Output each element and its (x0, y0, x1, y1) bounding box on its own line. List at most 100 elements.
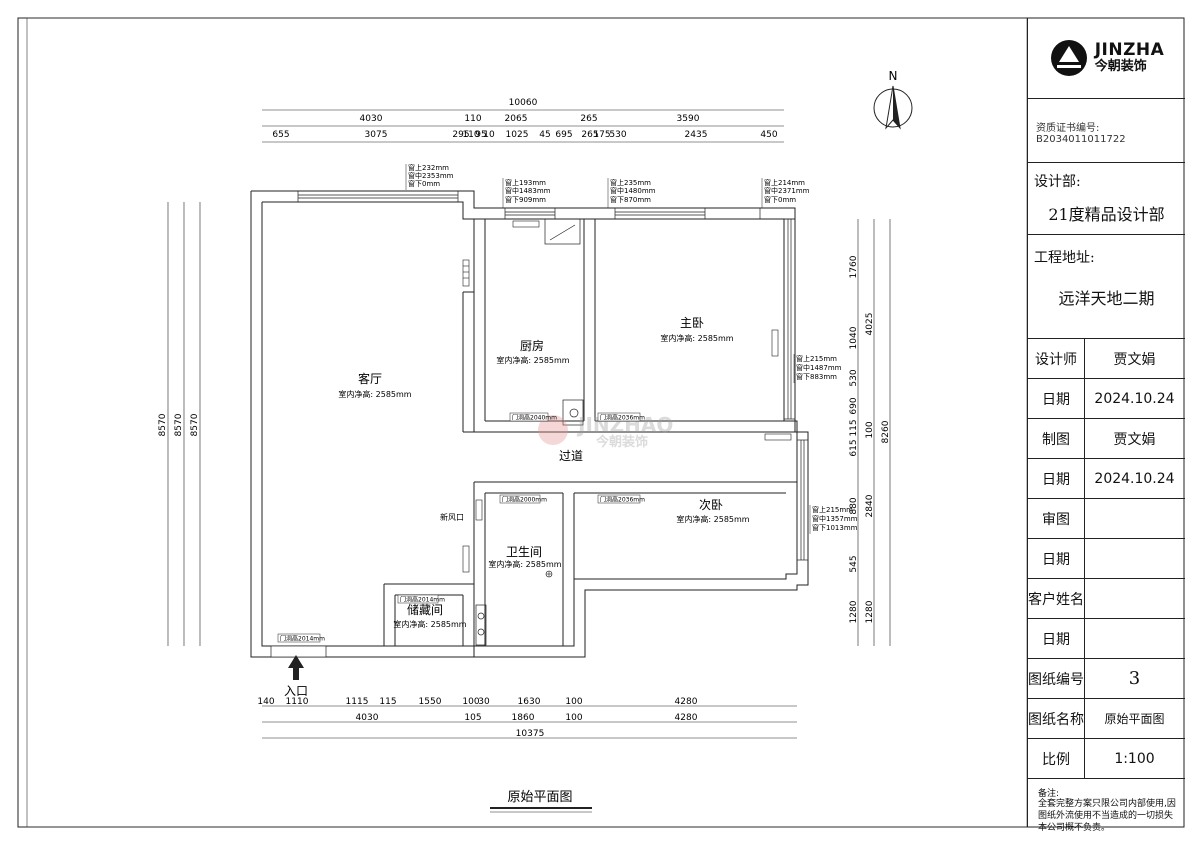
kitchen-sink-icon (544, 218, 581, 245)
tb-row-review: 审图 (1028, 498, 1185, 538)
tb-value: 贾文娟 (1113, 431, 1156, 448)
interior-walls (383, 219, 797, 657)
tb-value: 1:100 (1114, 750, 1155, 767)
svg-text:265: 265 (580, 114, 597, 124)
svg-text:115: 115 (849, 419, 859, 436)
vent-label: 新风口 (440, 512, 464, 522)
tb-label: 日期 (1028, 459, 1085, 498)
svg-text:100: 100 (865, 421, 875, 438)
svg-text:1760: 1760 (849, 255, 859, 278)
tb-label: 比例 (1028, 739, 1085, 778)
svg-text:窗下909mm: 窗下909mm (505, 195, 546, 204)
tb-row-date3: 日期 (1028, 538, 1185, 578)
svg-text:窗上232mm: 窗上232mm (408, 163, 449, 172)
svg-text:窗上215mm: 窗上215mm (812, 505, 853, 514)
bottom-dimensions (262, 705, 797, 739)
tb-label: 日期 (1028, 379, 1085, 418)
bottom-dimension-labels: 140 1110 1115 115 1550 100 30 1630 100 4… (257, 697, 697, 739)
svg-text:窗中2353mm: 窗中2353mm (408, 171, 454, 180)
svg-text:3590: 3590 (677, 114, 700, 124)
north-label: N (889, 69, 898, 83)
svg-text:8570: 8570 (190, 413, 200, 436)
svg-text:8570: 8570 (174, 413, 184, 436)
svg-text:100: 100 (565, 697, 582, 707)
svg-text:4280: 4280 (675, 713, 698, 723)
svg-text:140: 140 (257, 697, 274, 707)
svg-text:窗下0mm: 窗下0mm (764, 195, 796, 204)
svg-text:窗中2371mm: 窗中2371mm (764, 186, 810, 195)
tb-label: 设计师 (1028, 339, 1085, 378)
svg-text:1115: 1115 (346, 697, 369, 707)
dept-value: 21度精品设计部 (1048, 205, 1165, 224)
address-label: 工程地址: (1034, 250, 1095, 266)
svg-text:1025: 1025 (506, 130, 529, 140)
svg-text:门洞高2014mm: 门洞高2014mm (280, 635, 325, 643)
svg-text:窗中1483mm: 窗中1483mm (505, 186, 551, 195)
left-dimension-labels: 8570 8570 8570 (158, 413, 200, 436)
door-tag: 门洞高2040mm (509, 412, 557, 422)
left-dimensions (167, 202, 201, 646)
room-name-master: 主卧 (680, 316, 704, 330)
tb-value (1084, 539, 1185, 578)
svg-text:4025: 4025 (865, 313, 875, 336)
tb-row-drawing-name: 图纸名称原始平面图 (1028, 698, 1185, 738)
logo-text-en: JINZHA (1094, 40, 1165, 61)
svg-text:门洞高2036mm: 门洞高2036mm (600, 496, 645, 504)
tb-label: 客户姓名 (1028, 579, 1085, 618)
svg-text:880: 880 (849, 497, 859, 514)
door-tag: 门洞高2014mm (277, 633, 325, 643)
right-dimensions (857, 219, 891, 646)
svg-text:2435: 2435 (685, 130, 708, 140)
svg-text:窗中1480mm: 窗中1480mm (610, 186, 656, 195)
tb-label: 图纸编号 (1028, 659, 1085, 698)
svg-text:4280: 4280 (675, 697, 698, 707)
room-name-kitchen: 厨房 (520, 338, 544, 353)
svg-text:10060: 10060 (509, 98, 538, 108)
svg-text:530: 530 (609, 130, 626, 140)
note-text: 全套完整方案只限公司内部使用,因图纸外流使用不当造成的一切损失本公司概不负责。 (1038, 799, 1176, 833)
north-arrow-icon: N (873, 69, 913, 130)
svg-text:门洞高2000mm: 门洞高2000mm (502, 496, 547, 504)
tb-row-designer: 设计师贾文娟 (1028, 338, 1185, 378)
title-block: JINZHA 今朝装饰 资质证书编号: B2034011011722 设计部: … (1027, 18, 1185, 833)
room-height-living: 室内净高: 2585mm (338, 389, 411, 399)
cert-row: 资质证书编号: B2034011011722 (1028, 98, 1185, 162)
svg-text:45: 45 (539, 130, 550, 140)
room-height-master: 室内净高: 2585mm (660, 333, 733, 343)
tb-value (1084, 579, 1185, 618)
cert-number: 资质证书编号: B2034011011722 (1036, 123, 1126, 145)
svg-text:615: 615 (849, 439, 859, 456)
entrance-arrow-icon (288, 655, 304, 680)
address-value: 远洋天地二期 (1058, 289, 1155, 308)
door-tag: 门洞高2036mm (597, 494, 645, 504)
svg-text:8260: 8260 (881, 420, 891, 443)
svg-text:8570: 8570 (158, 413, 168, 436)
door-tag: 门洞高2000mm (499, 494, 547, 504)
svg-text:690: 690 (849, 397, 859, 414)
tb-value: 原始平面图 (1104, 712, 1165, 726)
svg-text:窗中1487mm: 窗中1487mm (796, 363, 842, 372)
room-height-storage: 室内净高: 2585mm (393, 619, 466, 629)
top-dimensions (262, 109, 784, 143)
windows (297, 190, 809, 561)
right-dimension-labels: 1760 1040 530 690 115 615 880 2840 545 1… (849, 255, 891, 623)
svg-text:2065: 2065 (505, 114, 528, 124)
tb-row-scale: 比例 1:100 (1028, 738, 1185, 778)
svg-text:1630: 1630 (518, 697, 541, 707)
svg-text:门洞高2036mm: 门洞高2036mm (600, 414, 645, 422)
tb-label: 日期 (1028, 619, 1085, 658)
svg-text:4030: 4030 (356, 713, 379, 723)
svg-text:4030: 4030 (360, 114, 383, 124)
top-dimension-labels: 10060 4030 110 2065 265 3590 655 3075 29… (272, 98, 777, 140)
company-logo: JINZHA 今朝装饰 (1028, 18, 1185, 98)
svg-text:1280: 1280 (849, 600, 859, 623)
svg-text:695: 695 (555, 130, 572, 140)
